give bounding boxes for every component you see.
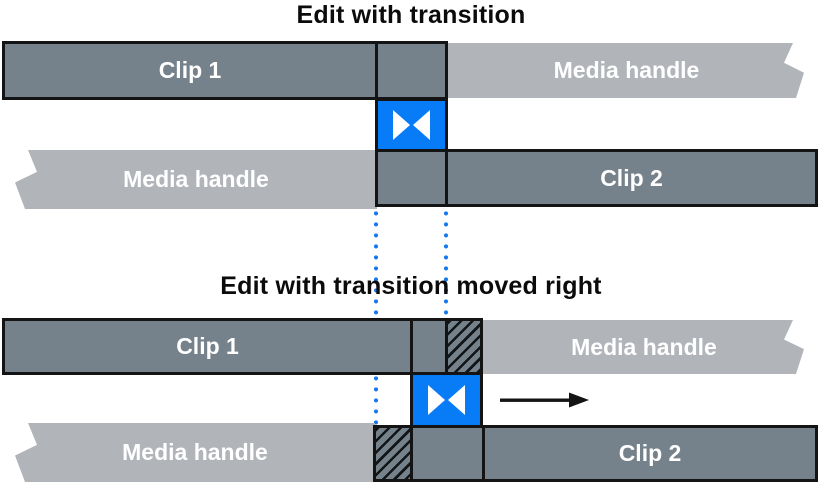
clip1-label: Clip 1 xyxy=(158,57,222,83)
clip1-media-handle-bar: Media handle xyxy=(448,43,805,98)
media-handle-label: Media handle xyxy=(571,333,717,360)
clip1-edit-segment xyxy=(375,41,448,100)
clip2-bar: Clip 2 xyxy=(482,425,818,482)
clip2-label: Clip 2 xyxy=(618,440,682,466)
media-handle-label: Media handle xyxy=(123,166,269,192)
media-handle-label: Media handle xyxy=(553,57,700,83)
media-handle-label: Media handle xyxy=(122,439,268,465)
transition-square xyxy=(375,98,448,152)
clip1-trimmed-frames-hatch xyxy=(445,318,483,375)
top-diagram-title: Edit with transition xyxy=(296,1,526,29)
clip1-bar: Clip 1 xyxy=(2,41,378,100)
clip2-edit-segment xyxy=(410,425,485,482)
clip1-edit-segment xyxy=(410,318,448,375)
clip2-bar: Clip 2 xyxy=(445,149,818,207)
clip2-trimmed-frames-hatch xyxy=(373,425,413,482)
transition-square xyxy=(410,372,483,428)
clip1-media-handle-bar: Media handle xyxy=(483,320,805,374)
bottom-diagram-title: Edit with transition moved right xyxy=(220,272,602,300)
clip2-label: Clip 2 xyxy=(600,164,663,191)
clip1-bar: Clip 1 xyxy=(2,318,413,375)
bowtie-transition-icon xyxy=(393,110,430,140)
clip1-label: Clip 1 xyxy=(176,333,239,359)
clip2-edit-segment xyxy=(375,149,448,207)
clip2-media-handle-bar: Media handle xyxy=(15,150,377,209)
move-right-arrow-icon xyxy=(500,392,589,408)
bowtie-transition-icon xyxy=(428,385,465,415)
dotted-edit-line-right xyxy=(444,211,448,320)
clip2-media-handle-bar: Media handle xyxy=(15,423,375,482)
